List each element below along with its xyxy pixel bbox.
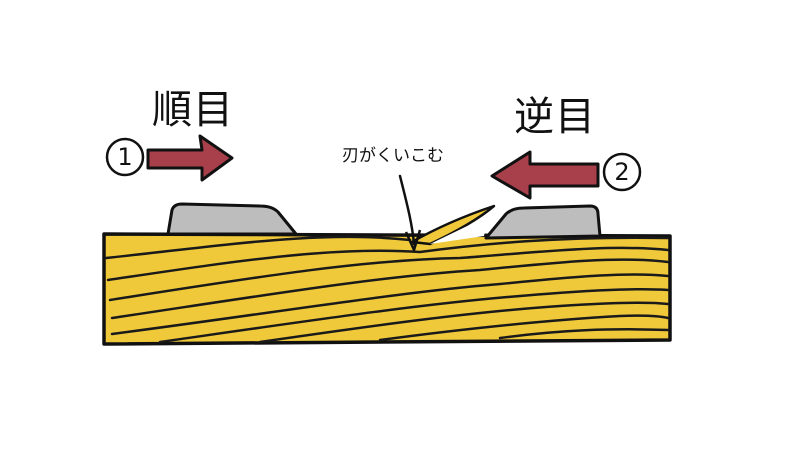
wood-grain-lines bbox=[104, 235, 670, 344]
plane-block-left bbox=[166, 202, 298, 236]
arrow-right-icon bbox=[146, 134, 234, 182]
plane-block-right bbox=[484, 204, 602, 240]
circle-2-icon bbox=[602, 152, 642, 192]
step-number-2: 2 bbox=[614, 158, 630, 186]
annotation-leader-line bbox=[398, 174, 416, 246]
torn-wood-chip bbox=[410, 204, 496, 246]
circle-1-icon bbox=[105, 137, 145, 177]
annotation-label: 刃がくいこむ bbox=[342, 146, 444, 166]
label-against-grain: 逆目 bbox=[514, 94, 596, 140]
tear-gap bbox=[430, 216, 488, 244]
label-with-grain: 順目 bbox=[152, 87, 234, 133]
annotation-arrowhead bbox=[404, 229, 422, 252]
arrow-left-icon bbox=[490, 150, 600, 200]
step-number-1: 1 bbox=[117, 143, 133, 171]
